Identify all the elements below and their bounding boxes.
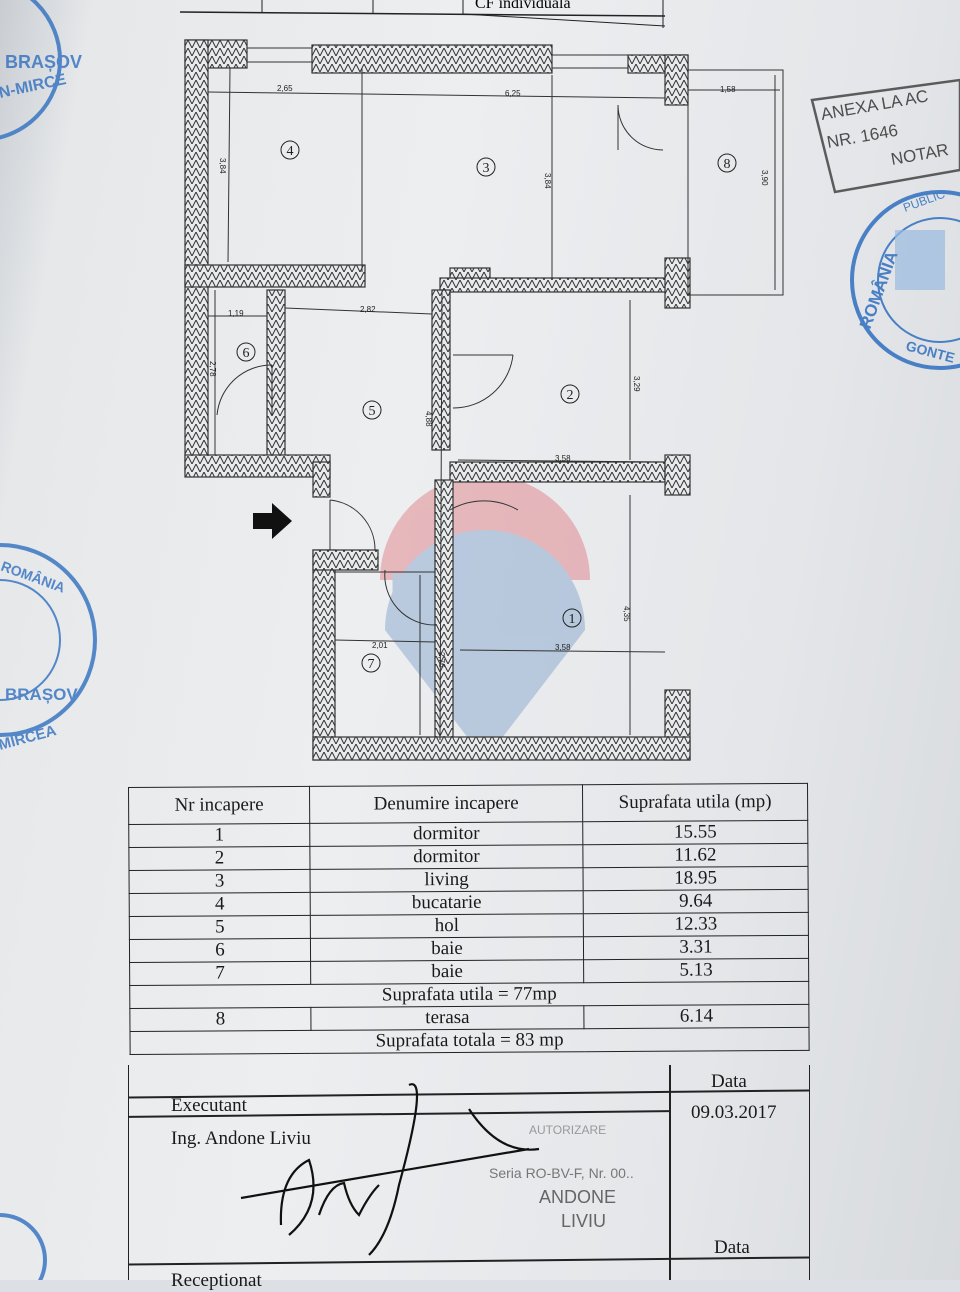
dim-label: 2,65 bbox=[277, 84, 293, 93]
svg-text:PUBLIC: PUBLIC bbox=[901, 187, 947, 215]
svg-text:2: 2 bbox=[567, 388, 574, 403]
dim-label: 2,01 bbox=[372, 641, 388, 650]
svg-text:NOTAR: NOTAR bbox=[889, 140, 950, 169]
dim-label: 3,58 bbox=[555, 454, 571, 463]
signoff-section: Data Executant 09.03.2017 Ing. Andone Li… bbox=[128, 1065, 810, 1291]
date-label-2: Data bbox=[714, 1237, 750, 1258]
auth-stamp-line: AUTORIZARE bbox=[529, 1123, 607, 1137]
svg-text:3: 3 bbox=[483, 161, 490, 176]
executant-name: Ing. Andone Liviu bbox=[171, 1128, 311, 1149]
round-stamp-left-top: BRAȘOV N-MIRCE bbox=[0, 0, 82, 140]
dim-label: 3,58 bbox=[555, 643, 571, 652]
room-marker-4: 4 bbox=[280, 140, 300, 160]
dim-label: 2,82 bbox=[360, 305, 376, 314]
dim-label: 6,25 bbox=[505, 89, 521, 98]
plan-lines bbox=[207, 47, 784, 741]
signature bbox=[240, 1083, 540, 1256]
grand-total-row: Suprafata totala = 83 mp bbox=[129, 1027, 810, 1055]
room-marker-2: 2 bbox=[560, 384, 580, 404]
room-marker-3: 3 bbox=[476, 157, 496, 177]
rooms-table: Nr incapere Denumire incapere Suprafata … bbox=[128, 783, 810, 1055]
dim-label: 3,90 bbox=[760, 170, 769, 186]
auth-stamp-line: LIVIU bbox=[561, 1211, 607, 1231]
dim-label: 4,88 bbox=[424, 411, 433, 427]
room-marker-6: 6 bbox=[236, 342, 256, 362]
round-stamp-left-bottom: ROMÂNIA BRAȘOV MIRCEA bbox=[0, 543, 97, 1280]
svg-text:ROMÂNIA: ROMÂNIA bbox=[856, 249, 902, 332]
svg-text:BRAȘOV: BRAȘOV bbox=[5, 685, 78, 704]
dim-label: 2,78 bbox=[208, 361, 217, 377]
header-table-fragment: CF individuala bbox=[179, 0, 666, 28]
remax-watermark: RE/MAX bbox=[380, 475, 590, 760]
header-fragment-text: CF individuala bbox=[475, 0, 571, 12]
dim-label: 4,35 bbox=[622, 606, 631, 622]
executant-label: Executant bbox=[171, 1095, 247, 1116]
walls bbox=[184, 39, 691, 761]
room-marker-8: 8 bbox=[717, 153, 737, 173]
round-stamp-right: ROMÂNIA PUBLIC GONTE bbox=[850, 187, 960, 370]
dim-label: 1,19 bbox=[228, 309, 244, 318]
svg-text:4: 4 bbox=[287, 144, 294, 159]
svg-text:BRAȘOV: BRAȘOV bbox=[5, 52, 82, 72]
entrance-arrow-icon bbox=[253, 503, 292, 539]
room-marker-7: 7 bbox=[361, 653, 381, 673]
header-name: Denumire incapere bbox=[309, 784, 583, 824]
svg-text:8: 8 bbox=[724, 157, 731, 172]
svg-text:N-MIRCE: N-MIRCE bbox=[0, 71, 68, 102]
svg-text:5: 5 bbox=[369, 404, 376, 419]
date-label: Data bbox=[711, 1071, 747, 1092]
svg-text:1: 1 bbox=[569, 612, 576, 627]
room-marker-5: 5 bbox=[362, 400, 382, 420]
svg-text:6: 6 bbox=[243, 346, 250, 361]
dim-label: 3,29 bbox=[632, 376, 641, 392]
dim-label: 1,58 bbox=[720, 85, 736, 94]
date-value: 09.03.2017 bbox=[691, 1102, 777, 1123]
dim-label: 3,84 bbox=[218, 158, 227, 174]
notary-stamp: ANEXA LA AC NR. 1646 NOTAR bbox=[810, 78, 960, 194]
header-area: Suprafata utila (mp) bbox=[582, 783, 808, 822]
watermark-text: RE/MAX bbox=[390, 567, 538, 609]
dim-label: 3,84 bbox=[543, 173, 552, 189]
svg-text:MIRCEA: MIRCEA bbox=[0, 722, 58, 754]
auth-stamp-line: Seria RO-BV-F, Nr. 00.. bbox=[489, 1165, 634, 1181]
header-nr: Nr incapere bbox=[128, 786, 310, 825]
dim-label: 2,76 bbox=[437, 652, 446, 668]
svg-text:7: 7 bbox=[368, 657, 375, 672]
room-marker-1: 1 bbox=[562, 608, 582, 628]
auth-stamp-line: ANDONE bbox=[539, 1187, 617, 1207]
svg-text:NR. 1646: NR. 1646 bbox=[825, 121, 899, 152]
